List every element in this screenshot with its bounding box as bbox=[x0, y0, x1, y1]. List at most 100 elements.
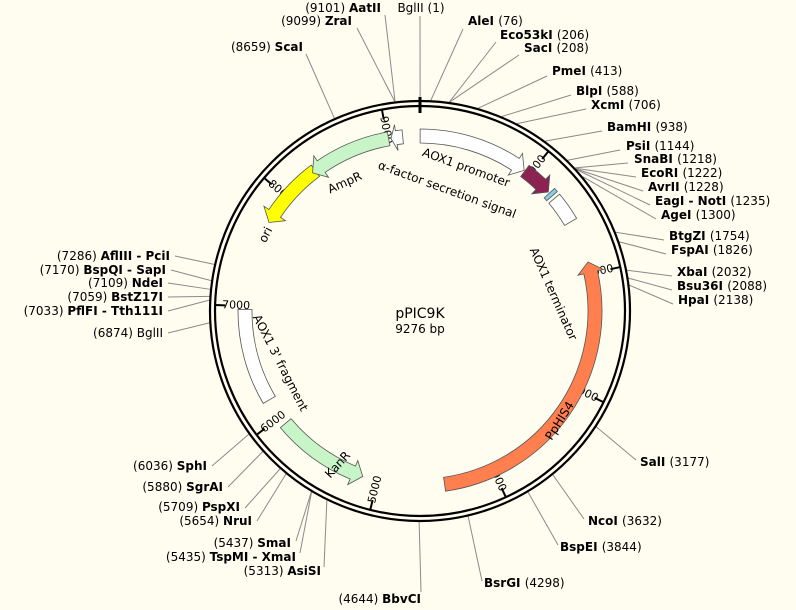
site-position: (3632) bbox=[622, 514, 662, 528]
leader-btgzi-1754 bbox=[615, 231, 665, 241]
site-name: BamHI bbox=[607, 120, 655, 134]
leader-hpai-2138 bbox=[629, 284, 674, 305]
leader-snabi-1218 bbox=[574, 162, 629, 169]
site-leader-lines bbox=[167, 14, 674, 593]
site-name: SmaI bbox=[257, 536, 291, 550]
site-position: (5654) bbox=[179, 514, 223, 528]
site-position: (1826) bbox=[713, 243, 753, 257]
site-label-bsrgi-4298: BsrGI (4298) bbox=[484, 576, 565, 590]
site-position: (7170) bbox=[40, 263, 84, 277]
site-label-scai-8659: (8659) ScaI bbox=[231, 40, 303, 54]
site-label-smai-5437: (5437) SmaI bbox=[214, 536, 291, 550]
site-label-bglii-6874: (6874) BglII bbox=[93, 326, 163, 340]
tick-3000 bbox=[594, 396, 605, 404]
site-position: (1222) bbox=[682, 166, 722, 180]
site-name: SnaBI bbox=[634, 152, 677, 166]
leader-bspei-3844 bbox=[527, 491, 559, 546]
site-name: PmeI bbox=[552, 64, 590, 78]
site-position: (588) bbox=[607, 84, 639, 98]
site-label-tspmi-xmai-5435: (5435) TspMI - XmaI bbox=[166, 550, 296, 564]
site-position: (4298) bbox=[525, 576, 565, 590]
leader-avrii-1228 bbox=[575, 168, 644, 192]
site-label-nrui-5654: (5654) NruI bbox=[179, 514, 252, 528]
site-label-pspxi-5709: (5709) PspXI bbox=[158, 500, 240, 514]
site-position: (1235) bbox=[730, 194, 770, 208]
leader-tspmi-xmai-5435 bbox=[299, 491, 313, 554]
feature-label-ori: ori bbox=[256, 225, 276, 245]
site-name: NruI bbox=[223, 514, 252, 528]
feature-alpha-factor bbox=[520, 164, 551, 195]
site-label-xcmi-706: XcmI (706) bbox=[591, 98, 661, 112]
site-label-afliii-pcii-7286: (7286) AflIII - PciI bbox=[57, 249, 170, 263]
leader-eagi-noti-1235 bbox=[576, 169, 651, 206]
leader-agei-1300 bbox=[582, 176, 657, 220]
site-label-aatii-9101: (9101) AatII bbox=[305, 1, 381, 15]
site-label-alei-76: AleI (76) bbox=[468, 14, 523, 28]
plasmid-name: pPIC9K bbox=[395, 306, 445, 322]
site-label-agei-1300: AgeI (1300) bbox=[661, 208, 736, 222]
site-label-bstz17i-7059: (7059) BstZ17I bbox=[67, 290, 163, 304]
site-position: (7286) bbox=[57, 249, 101, 263]
site-position: (2138) bbox=[713, 293, 753, 307]
site-name: BglII bbox=[397, 1, 427, 15]
feature-aox1-terminator bbox=[548, 193, 578, 226]
site-name: SacI bbox=[524, 41, 557, 55]
site-position: (413) bbox=[590, 64, 622, 78]
leader-smai-5437 bbox=[295, 491, 312, 542]
site-position: (8659) bbox=[231, 40, 275, 54]
leader-bsu36i-2088 bbox=[628, 277, 673, 291]
leader-ecori-1222 bbox=[575, 167, 637, 178]
tick-2000 bbox=[610, 266, 621, 271]
site-label-bspqi-sapi-7170: (7170) BspQI - SapI bbox=[40, 263, 166, 277]
site-label-eagi-noti-1235: EagI - NotI (1235) bbox=[655, 194, 770, 208]
site-name: NdeI bbox=[132, 276, 163, 290]
feature-kanr bbox=[279, 418, 364, 486]
site-label-bglii-1: BglII (1) bbox=[397, 1, 444, 15]
site-label-saci-208: SacI (208) bbox=[524, 41, 589, 55]
site-name: XbaI bbox=[677, 265, 712, 279]
site-position: (1144) bbox=[654, 139, 694, 153]
leader-bglii-6874 bbox=[167, 322, 210, 334]
site-position: (2032) bbox=[712, 265, 752, 279]
site-name: AvrII bbox=[648, 180, 684, 194]
leader-fspai-1826 bbox=[619, 241, 667, 255]
leader-bbvci-4644 bbox=[418, 521, 422, 593]
site-name: PsiI bbox=[626, 139, 654, 153]
site-position: (9099) bbox=[281, 14, 325, 28]
site-label-ecori-1222: EcoRI (1222) bbox=[641, 166, 722, 180]
site-position: (3844) bbox=[602, 540, 642, 554]
site-label-psii-1144: PsiI (1144) bbox=[626, 139, 694, 153]
site-label-sgrai-5880: (5880) SgrAI bbox=[142, 480, 223, 494]
tick-5000 bbox=[369, 499, 374, 511]
site-name: XcmI bbox=[591, 98, 629, 112]
site-label-avrii-1228: AvrII (1228) bbox=[648, 180, 724, 194]
tick-8000 bbox=[263, 177, 273, 186]
site-name: ScaI bbox=[275, 40, 303, 54]
leader-bamhi-938 bbox=[545, 130, 603, 142]
site-name: BspQI - SapI bbox=[83, 263, 166, 277]
leader-bsrgi-4298 bbox=[467, 516, 483, 582]
site-position: (4644) bbox=[338, 592, 382, 606]
site-name: AleI bbox=[468, 14, 498, 28]
feature-aox1-3-fragment bbox=[237, 308, 276, 405]
leader-psii-1144 bbox=[567, 149, 621, 161]
feature-aox1-promoter bbox=[419, 128, 525, 176]
site-name: BspEI bbox=[560, 540, 602, 554]
site-name: BlpI bbox=[576, 84, 607, 98]
site-label-eco53ki-206: Eco53kI (206) bbox=[500, 28, 589, 42]
leader-nrui-5654 bbox=[256, 473, 287, 522]
site-name: BsrGI bbox=[484, 576, 525, 590]
leader-blpi-588 bbox=[501, 94, 572, 117]
site-position: (1) bbox=[428, 1, 445, 15]
tick-1000 bbox=[541, 150, 550, 160]
leader-sali-3177 bbox=[596, 426, 637, 461]
leader-saci-208 bbox=[449, 54, 520, 103]
site-position: (1754) bbox=[710, 229, 750, 243]
site-label-fspai-1826: FspAI (1826) bbox=[671, 243, 753, 257]
site-name: SalI bbox=[640, 455, 670, 469]
site-position: (6036) bbox=[133, 459, 177, 473]
site-position: (1218) bbox=[677, 152, 717, 166]
leader-ndei-7109 bbox=[167, 282, 211, 290]
site-label-pflfi-tth111i-7033: (7033) PflFI - Tth111I bbox=[24, 304, 163, 318]
